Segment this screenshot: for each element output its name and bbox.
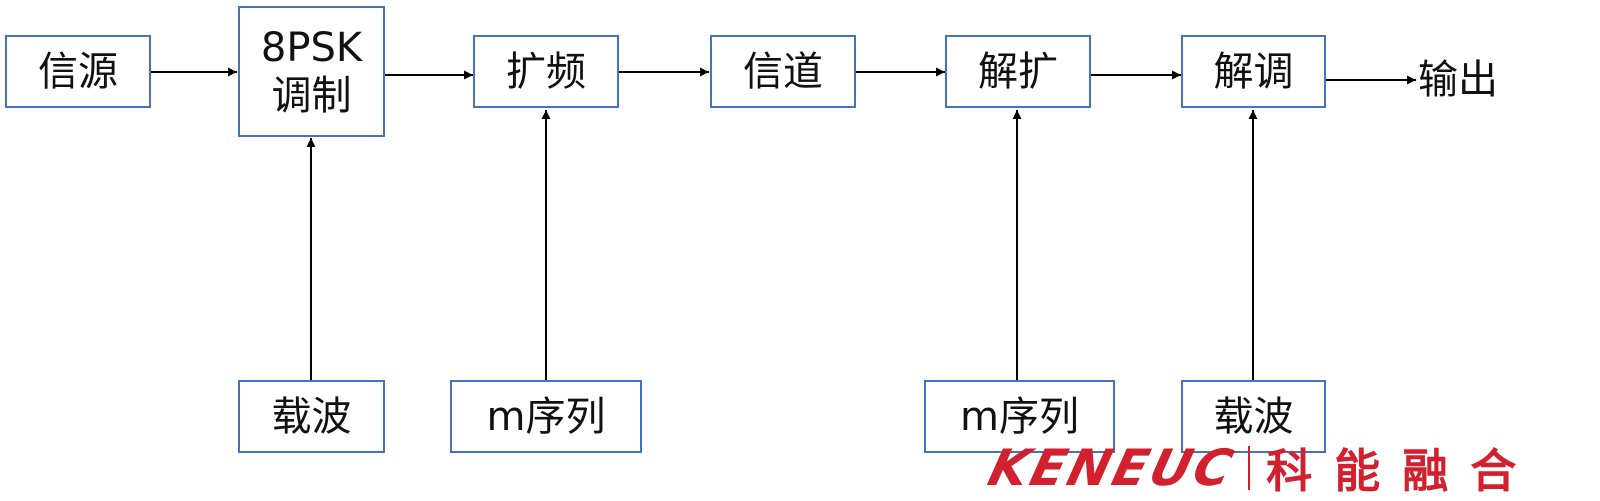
demodulation-label: 解调: [1213, 48, 1294, 95]
m-sequence-rx-label: m序列: [960, 393, 1079, 440]
m-sequence-tx-block: m序列: [450, 380, 642, 453]
source-block: 信源: [5, 35, 151, 108]
watermark-brand-zh: 科能融合: [1266, 443, 1539, 498]
source-label: 信源: [38, 48, 118, 95]
m-sequence-tx-label: m序列: [486, 393, 606, 440]
despread-block: 解扩: [945, 35, 1091, 108]
modulation-label-line1: 8PSK: [260, 24, 363, 71]
output-label: 输出: [1418, 57, 1498, 103]
watermark-brand-en: KENEUC: [982, 438, 1242, 497]
spread-block: 扩频: [473, 35, 619, 108]
despread-label: 解扩: [978, 48, 1058, 95]
carrier-rx-label: 载波: [1213, 393, 1294, 440]
channel-block: 信道: [710, 35, 856, 108]
keneuc-watermark-logo: KENEUC 科能融合: [983, 438, 1600, 498]
watermark-separator: [1248, 445, 1251, 490]
carrier-tx-block: 载波: [238, 380, 385, 453]
channel-label: 信道: [743, 48, 823, 95]
8psk-modulation-block: 8PSK 调制: [238, 6, 385, 137]
carrier-rx-block: 载波: [1181, 380, 1326, 453]
demodulation-block: 解调: [1181, 35, 1326, 108]
modulation-label-line2: 调制: [271, 72, 352, 119]
carrier-tx-label: 载波: [271, 393, 352, 440]
m-sequence-rx-block: m序列: [924, 380, 1115, 453]
spread-label: 扩频: [506, 48, 586, 95]
